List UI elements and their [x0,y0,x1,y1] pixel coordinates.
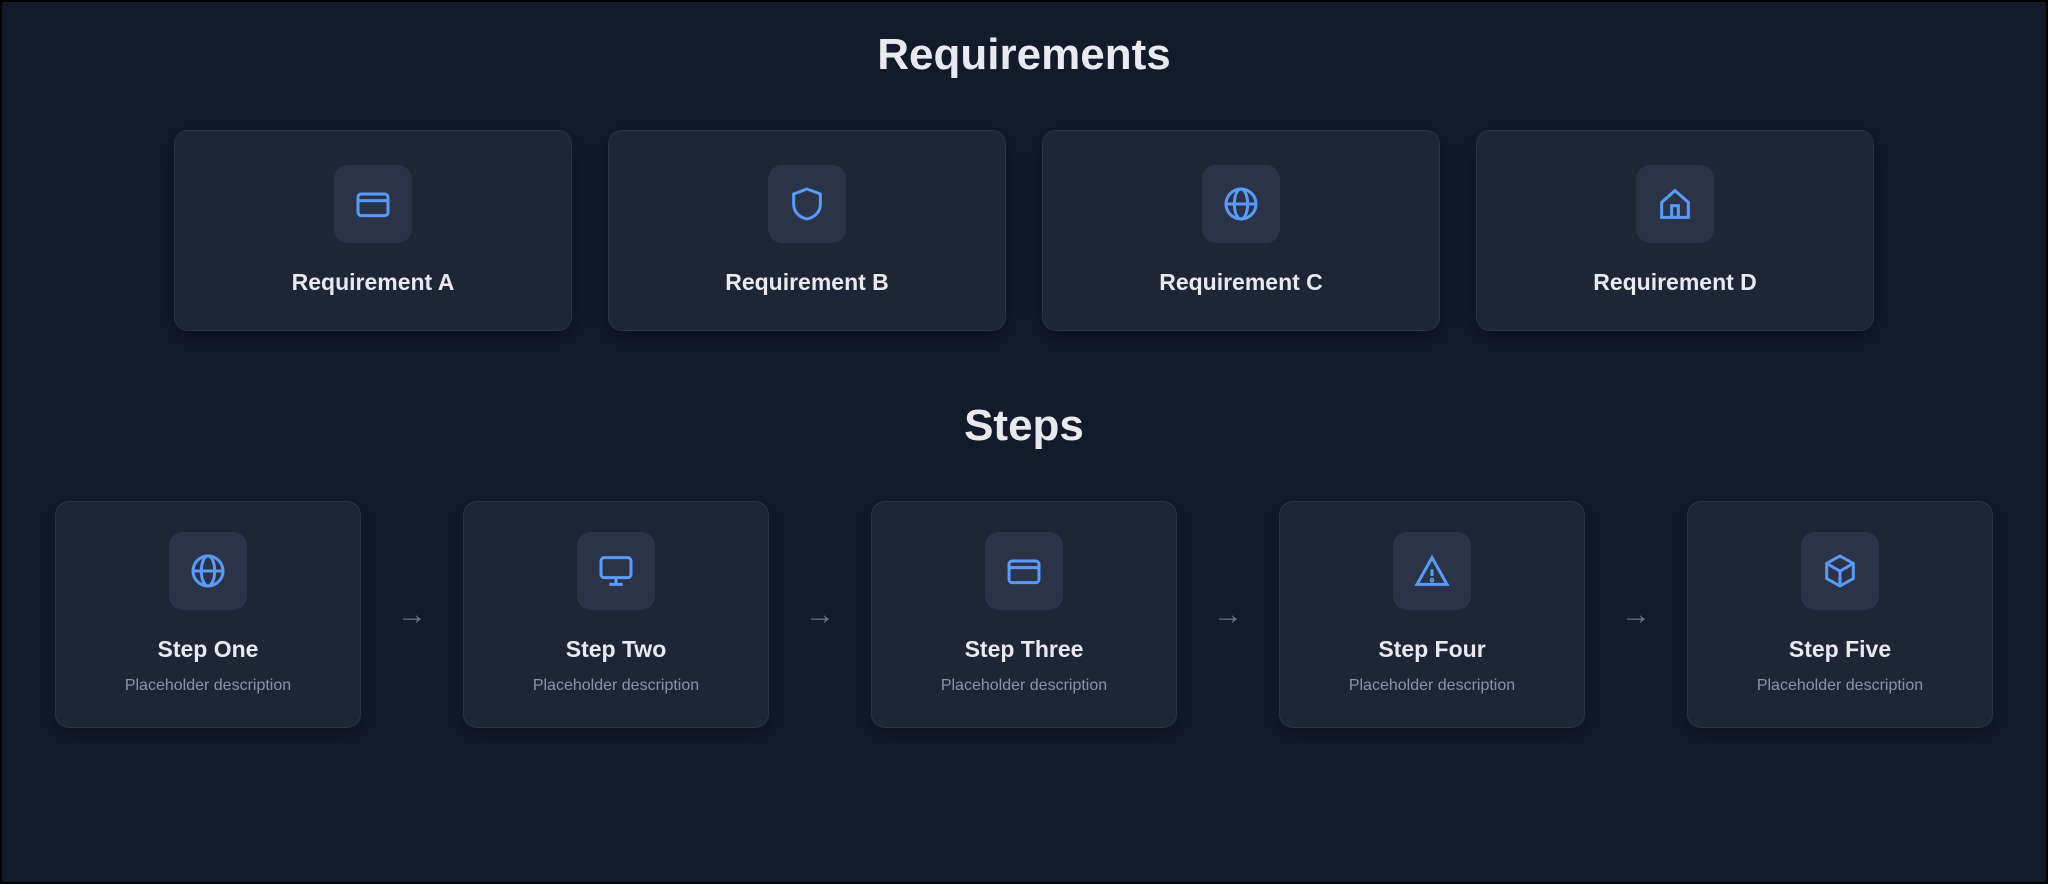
requirement-card[interactable]: Requirement B [608,130,1006,331]
requirement-card[interactable]: Requirement C [1042,130,1440,331]
step-card[interactable]: Step Two Placeholder description [463,501,769,729]
arrow-right-icon: → [1621,597,1651,631]
steps-row: Step One Placeholder description → Step … [2,501,2046,729]
card-subtitle: Placeholder description [124,677,292,694]
card-title: Step Three [964,636,1084,662]
card-title: Requirement D [1593,269,1757,295]
step-card[interactable]: Step Five Placeholder description [1687,501,1993,729]
package-icon [1801,532,1879,610]
card-title: Requirement B [725,269,889,295]
requirement-card[interactable]: Requirement A [174,130,572,331]
card-title: Step Two [565,636,667,662]
shield-icon [768,165,846,243]
arrow-right-icon: → [805,597,835,631]
home-icon [1636,165,1714,243]
globe-icon [1202,165,1280,243]
card-subtitle: Placeholder description [532,677,700,694]
requirement-card[interactable]: Requirement D [1476,130,1874,331]
warning-icon [1393,532,1471,610]
card-subtitle: Placeholder description [940,677,1108,694]
globe-icon [169,532,247,610]
monitor-icon [577,532,655,610]
card-title: Requirement C [1159,269,1323,295]
card-title: Step Four [1378,636,1486,662]
step-card[interactable]: Step Four Placeholder description [1279,501,1585,729]
step-card[interactable]: Step Three Placeholder description [871,501,1177,729]
requirements-heading: Requirements [877,30,1171,79]
requirements-row: Requirement A Requirement B Requirement … [2,130,2046,331]
card-icon [985,532,1063,610]
card-title: Step Five [1788,636,1892,662]
arrow-right-icon: → [1213,597,1243,631]
step-card[interactable]: Step One Placeholder description [55,501,361,729]
card-subtitle: Placeholder description [1756,677,1924,694]
card-title: Requirement A [291,269,455,295]
steps-heading: Steps [964,401,1084,450]
arrow-right-icon: → [397,597,427,631]
card-title: Step One [157,636,259,662]
card-icon [334,165,412,243]
card-subtitle: Placeholder description [1348,677,1516,694]
